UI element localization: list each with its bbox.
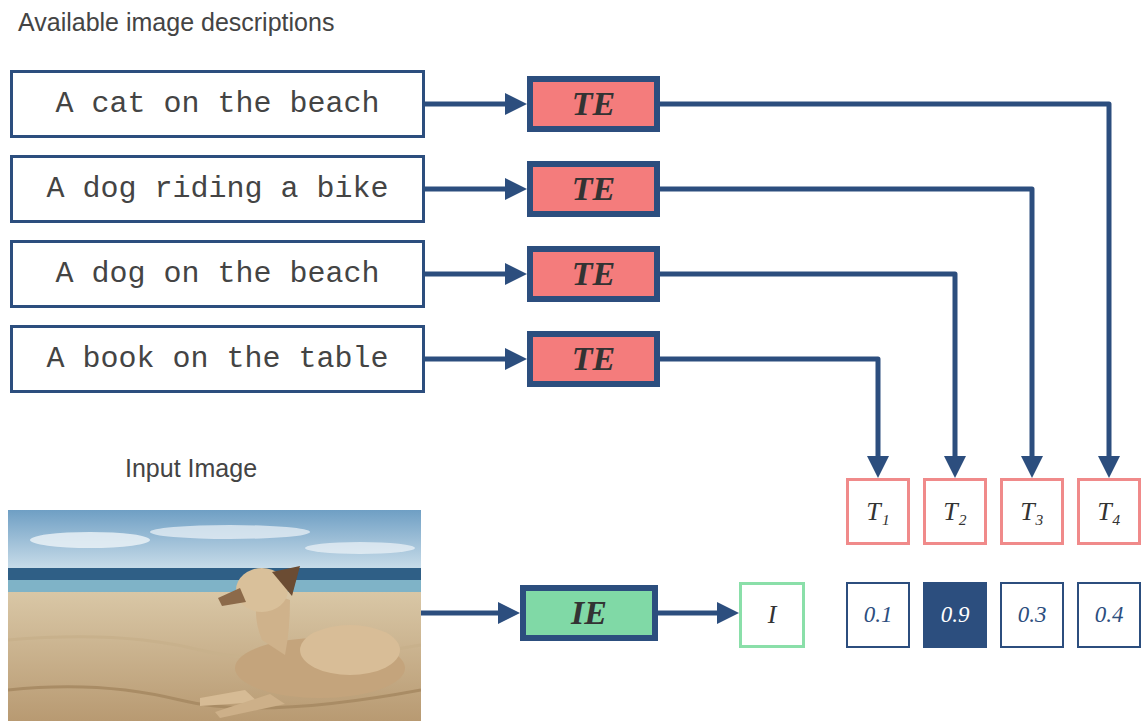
node-text: 0.4 [1095,602,1124,628]
heading-label: Input Image [125,454,257,483]
description-box: A book on the table [10,325,425,393]
sea [8,568,421,582]
connector-arrow [425,102,505,107]
surf [8,580,421,594]
text-encoder: TE [527,76,660,132]
cloud [305,542,415,554]
node-text: TE [572,85,615,123]
text-embedding: T₁ [846,478,910,545]
connector-arrow [660,104,1109,456]
connector-arrow [425,187,505,192]
node-text: T₂ [943,497,967,527]
node-text: TE [572,255,615,293]
text-encoder: TE [527,161,660,217]
cloud [150,525,310,539]
connector-arrow [660,189,1032,456]
text-encoder: TE [527,331,660,387]
text-encoder: TE [527,246,660,302]
image-encoder: IE [520,585,658,641]
description-box: A dog riding a bike [10,155,425,223]
node-text: TE [572,340,615,378]
node-text: 0.3 [1018,602,1047,628]
dog-snout [218,588,246,606]
text-embedding: T₄ [1077,478,1141,545]
connector-arrow [425,272,505,277]
node-text: I [768,600,777,630]
dog-back [300,625,400,675]
node-text: A book on the table [46,342,388,376]
description-box: A dog on the beach [10,240,425,308]
beach-photo [8,510,421,721]
connector-arrow [425,357,505,362]
node-text: 0.9 [941,602,970,628]
image-embedding: I [739,582,805,648]
node-text: A cat on the beach [55,87,379,121]
node-text: T₁ [866,497,890,527]
dog-leg [215,694,285,718]
text-embedding: T₃ [1000,478,1064,545]
description-box: A cat on the beach [10,70,425,138]
image-arrow [421,611,498,616]
heading-label: Available image descriptions [18,8,334,37]
similarity-score: 0.9 [923,582,987,648]
node-text: T₃ [1020,497,1044,527]
node-text: A dog riding a bike [46,172,388,206]
sand [8,592,421,721]
similarity-score: 0.1 [846,582,910,648]
similarity-score: 0.3 [1000,582,1064,648]
connector-arrow [658,611,717,616]
node-text: TE [572,170,615,208]
cloud [30,532,150,548]
dog-ear [272,566,300,596]
node-text: 0.1 [864,602,893,628]
connector-arrow [660,274,955,456]
similarity-score: 0.4 [1077,582,1141,648]
text-embedding: T₂ [923,478,987,545]
node-text: T₄ [1097,497,1121,527]
connector-arrow [660,359,878,456]
node-text: A dog on the beach [55,257,379,291]
node-text: IE [571,594,607,632]
